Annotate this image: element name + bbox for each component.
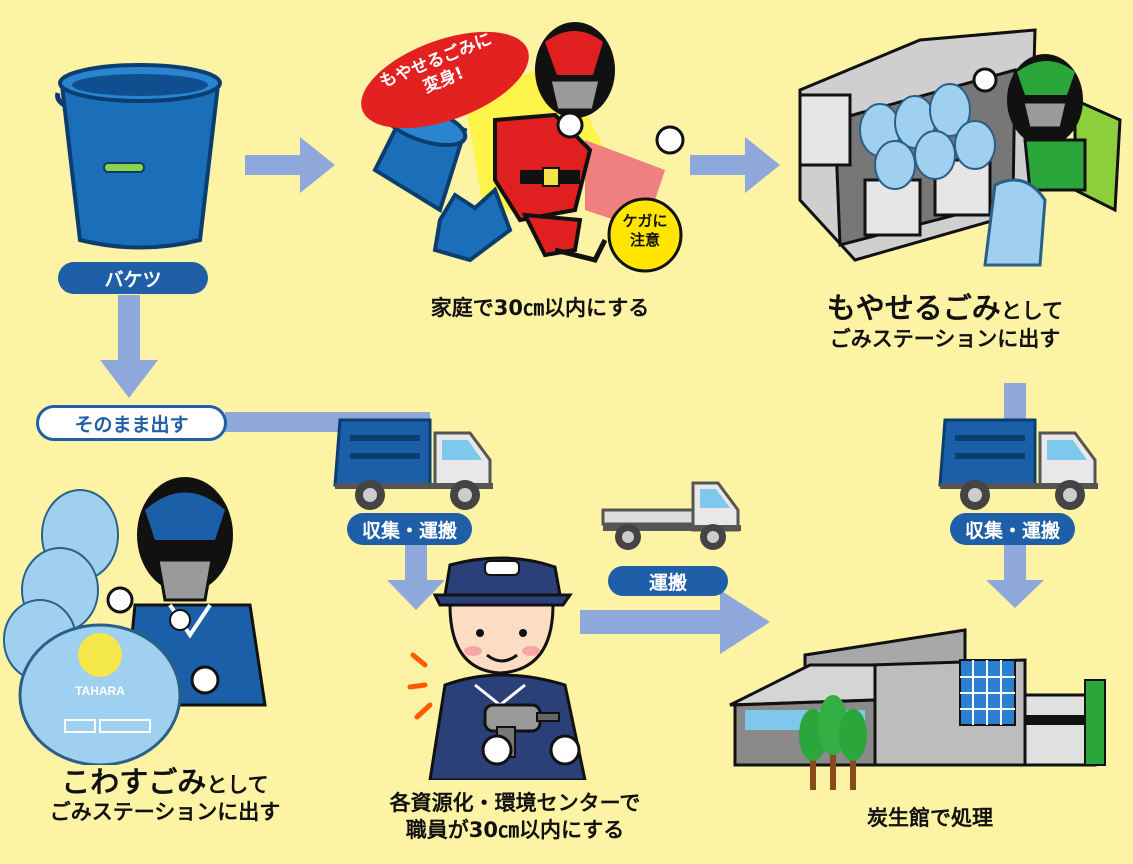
as-is-label: そのまま出す (36, 405, 227, 441)
action-lines-icon (407, 652, 433, 720)
caption-burnable-big: もやせるごみ (826, 291, 1001, 325)
caption-breakable-line2: ごみステーションに出す (49, 799, 281, 824)
collect-label-right: 収集・運搬 (950, 513, 1075, 545)
arrow-right-facility (580, 590, 770, 654)
caution-line1: ケガに (622, 212, 668, 230)
arrow-right-1 (245, 137, 335, 193)
garbage-bags-icon (3, 489, 119, 681)
caution-bubble (607, 197, 683, 273)
arrow-down-facility (986, 545, 1044, 608)
arrow-down-worker (387, 540, 445, 610)
caption-facility: 炭生館で処理 (867, 806, 993, 830)
caution-line2: 注意 (629, 230, 660, 249)
caption-home-cut: 家庭で30㎝以内にする (430, 296, 650, 320)
transport-label: 運搬 (608, 566, 728, 596)
red-hero-illustration (372, 22, 685, 263)
green-hero-illustration (798, 28, 1122, 267)
arrow-right-2 (690, 137, 780, 193)
worker-illustration (407, 556, 587, 780)
flatbed-truck-icon (601, 481, 741, 550)
caption-burnable: もやせるごみとして ごみステーションに出す (760, 290, 1130, 353)
blue-hero-illustration: TAHARA (3, 477, 267, 765)
collect-label-left: 収集・運搬 (347, 513, 472, 545)
caption-center: 各資源化・環境センターで 職員が30㎝以内にする (365, 790, 665, 845)
garbage-truck-icon (333, 418, 493, 510)
caption-center-line1: 各資源化・環境センターで (389, 791, 641, 815)
bucket-label: バケツ (58, 262, 208, 294)
bag-brand-text: TAHARA (75, 684, 125, 698)
caution-text: ケガに 注意 (605, 212, 685, 250)
caption-breakable-suffix: として (206, 773, 269, 797)
caption-breakable-big: こわすごみ (61, 765, 207, 799)
facility-illustration (729, 628, 1106, 790)
caption-burnable-suffix: として (1000, 299, 1064, 323)
bucket-icon (55, 63, 222, 250)
caption-breakable: こわすごみとして ごみステーションに出す (0, 765, 330, 825)
trees-icon (799, 695, 867, 790)
caption-burnable-line2: ごみステーションに出す (829, 327, 1061, 352)
transform-bubble (361, 31, 529, 128)
arrow-down-burnable (1004, 383, 1026, 421)
arrow-down-bucket (100, 295, 158, 398)
garbage-truck-right-icon (938, 418, 1098, 510)
caption-center-line2: 職員が30㎝以内にする (405, 818, 625, 843)
